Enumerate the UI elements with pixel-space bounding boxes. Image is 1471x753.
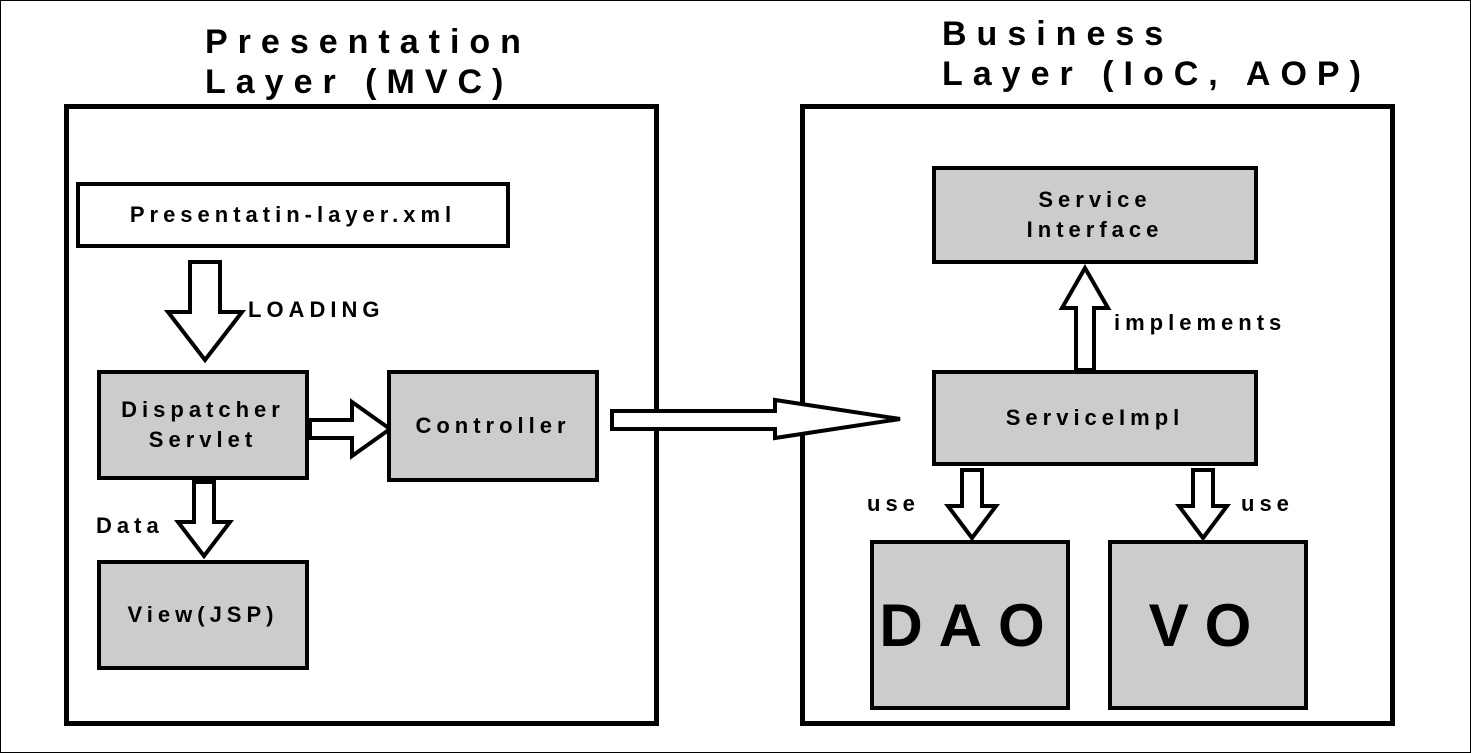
loading-arrow <box>163 260 247 364</box>
loading-label: LOADING <box>248 297 385 322</box>
service-interface-line1: Service <box>1038 187 1152 212</box>
controller-label: Controller <box>415 413 571 438</box>
data-arrow <box>173 480 235 560</box>
controller-to-serviceimpl-arrow <box>610 397 901 441</box>
view-label: View(JSP) <box>127 602 279 627</box>
config-file-label: Presentatin-layer.xml <box>129 202 457 227</box>
dispatcher-line1: Dispatcher <box>121 397 285 422</box>
presentation-layer-title: Presentation Layer (MVC) <box>205 22 531 102</box>
data-label: Data <box>96 513 164 538</box>
dao-box: DAO <box>870 540 1070 710</box>
dispatcher-line2: Servlet <box>148 427 258 452</box>
view-jsp-box: View(JSP) <box>97 560 309 670</box>
implements-label: implements <box>1114 310 1287 335</box>
business-layer-title: Business Layer (IoC, AOP) <box>942 14 1371 94</box>
use-label-right: use <box>1241 491 1294 516</box>
service-impl-label: ServiceImpl <box>1005 405 1185 430</box>
vo-label: VO <box>1148 591 1268 659</box>
config-file-box: Presentatin-layer.xml <box>76 182 510 248</box>
dispatcher-to-controller-arrow <box>308 398 394 460</box>
service-interface-box: Service Interface <box>932 166 1258 264</box>
dispatcher-servlet-box: Dispatcher Servlet <box>97 370 309 480</box>
service-impl-box: ServiceImpl <box>932 370 1258 466</box>
controller-box: Controller <box>387 370 599 482</box>
business-title-line2: Layer (IoC, AOP) <box>942 55 1371 93</box>
presentation-title-line1: Presentation <box>205 23 531 61</box>
presentation-title-line2: Layer (MVC) <box>205 63 514 101</box>
service-interface-line2: Interface <box>1026 217 1164 242</box>
dao-label: DAO <box>879 591 1061 659</box>
implements-arrow <box>1058 263 1112 372</box>
use-arrow-dao <box>944 468 1000 542</box>
business-title-line1: Business <box>942 15 1174 53</box>
vo-box: VO <box>1108 540 1308 710</box>
use-arrow-vo <box>1175 468 1231 542</box>
use-label-left: use <box>867 491 920 516</box>
